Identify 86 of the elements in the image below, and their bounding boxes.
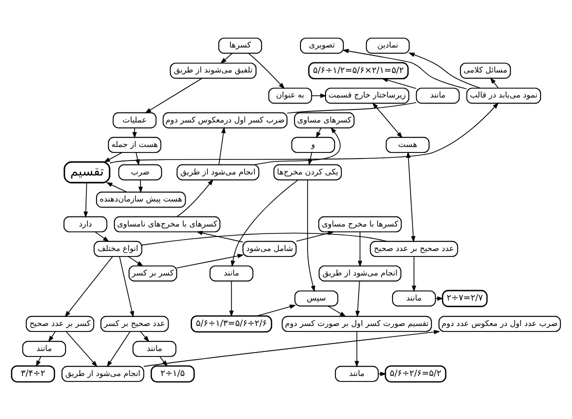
node-box: انجام می‌شود از طریق xyxy=(176,164,260,180)
arrow xyxy=(490,76,499,88)
node-box: عدد صحیح بر عدد صحیح xyxy=(370,240,458,256)
node-box: دارد xyxy=(64,216,108,232)
arrow xyxy=(144,78,202,113)
node-box: ۵/۶÷۱/۳=۵/۶÷۲/۶ xyxy=(190,314,272,332)
node-box: کسرها xyxy=(218,37,262,54)
node-box: ۲÷۱/۵ xyxy=(150,364,195,382)
node-box: مسائل کلامی xyxy=(460,62,511,78)
arrow xyxy=(104,152,122,162)
node-box: تقسیم xyxy=(64,160,110,183)
arrow xyxy=(248,52,285,88)
arrow xyxy=(110,102,499,163)
arrow xyxy=(408,52,481,88)
node-box: انجام می‌شود از طریق xyxy=(318,264,402,281)
node-box: عملیات xyxy=(112,112,157,128)
arrow xyxy=(143,329,440,366)
node-box: کسرهای با مخرج‌های نامساوی xyxy=(114,216,220,232)
node-box: نمود می‌یابد در قالب xyxy=(466,87,542,104)
arrow xyxy=(64,256,113,317)
node-box: کسر بر عدد صحیح xyxy=(26,315,94,332)
arrow xyxy=(66,330,98,367)
node-box: ۵/۶÷۲/۶=۵/۲ xyxy=(384,364,446,382)
arrow xyxy=(307,179,316,292)
node-box: مانند xyxy=(22,340,66,356)
node-box: ۲÷۷=۲/۷ xyxy=(442,289,488,307)
arrow xyxy=(196,230,244,242)
node-box: هست از جمله xyxy=(108,136,162,152)
arrow xyxy=(135,152,140,166)
arrow xyxy=(355,280,360,317)
arrow xyxy=(94,230,110,242)
arrow xyxy=(106,182,127,192)
node-box: یکی کردن مخرج‌ها xyxy=(273,164,342,180)
arrow xyxy=(176,253,244,268)
node-box: ضرب عدد اول در معکوس عدد دوم xyxy=(438,315,561,332)
arrow xyxy=(48,330,56,342)
node-box: تلفیق می‌شوند از طریق xyxy=(170,62,257,78)
node-box: زیرساختار خارج قسمت xyxy=(325,87,410,104)
arrow xyxy=(84,182,88,218)
node-box: هست xyxy=(386,136,430,152)
node-box: نمادین xyxy=(366,37,410,54)
node-box: سپس xyxy=(294,290,338,306)
node-box: کسرها با مخرج مساوی xyxy=(318,216,402,232)
node-box: مانند xyxy=(210,264,254,281)
node-box: مانند xyxy=(132,340,176,356)
node-box: شامل می‌شود xyxy=(242,240,297,256)
arrow xyxy=(358,231,362,267)
node-box: انجام می‌شود از طریق xyxy=(62,365,144,382)
node-box: و xyxy=(291,136,336,152)
node-box: مانند xyxy=(416,87,460,104)
arrow xyxy=(372,102,403,138)
arrow xyxy=(412,256,416,292)
arrow xyxy=(128,256,144,266)
arrow xyxy=(106,330,130,367)
node-box: ۳/۴÷۲ xyxy=(10,364,56,382)
arrow xyxy=(36,356,42,366)
arrow xyxy=(138,178,143,193)
arrow xyxy=(220,52,233,64)
arrow xyxy=(140,330,150,342)
arrow xyxy=(230,179,298,267)
node-box: تقسیم صورت کسر اول بر صورت کسر دوم xyxy=(282,315,432,332)
arrow xyxy=(406,151,416,242)
arrow xyxy=(256,304,296,316)
node-box: انواع مختلف xyxy=(94,240,142,256)
arrow xyxy=(159,356,168,366)
arrow xyxy=(218,126,226,164)
node-box: مانند xyxy=(392,290,436,306)
connector xyxy=(286,102,417,114)
node-box: کسر بر کسر xyxy=(128,264,178,281)
arrow xyxy=(354,330,360,367)
arrow xyxy=(316,127,322,138)
node-box: به عنوان xyxy=(268,87,312,104)
node-box: عدد صحیح بر کسر xyxy=(100,315,169,332)
node-box: ضرب xyxy=(118,164,162,180)
node-box: ۵/۶÷۱/۲=۵/۶×۲/۱=۵/۲ xyxy=(308,62,409,79)
node-box: کسرهای مساوی xyxy=(294,112,355,128)
arrow xyxy=(229,280,234,316)
node-box: تصویری xyxy=(300,37,344,54)
node-box: ضرب کسر اول درمعکوس کسر دوم xyxy=(162,112,288,128)
arrow xyxy=(119,256,134,317)
arrow xyxy=(327,305,346,316)
arrow xyxy=(382,77,417,88)
node-box: هست پیش سازمان‌دهنده xyxy=(96,191,186,208)
arrow xyxy=(132,127,137,138)
node-box: مانند xyxy=(334,365,379,382)
arrow xyxy=(342,48,468,89)
